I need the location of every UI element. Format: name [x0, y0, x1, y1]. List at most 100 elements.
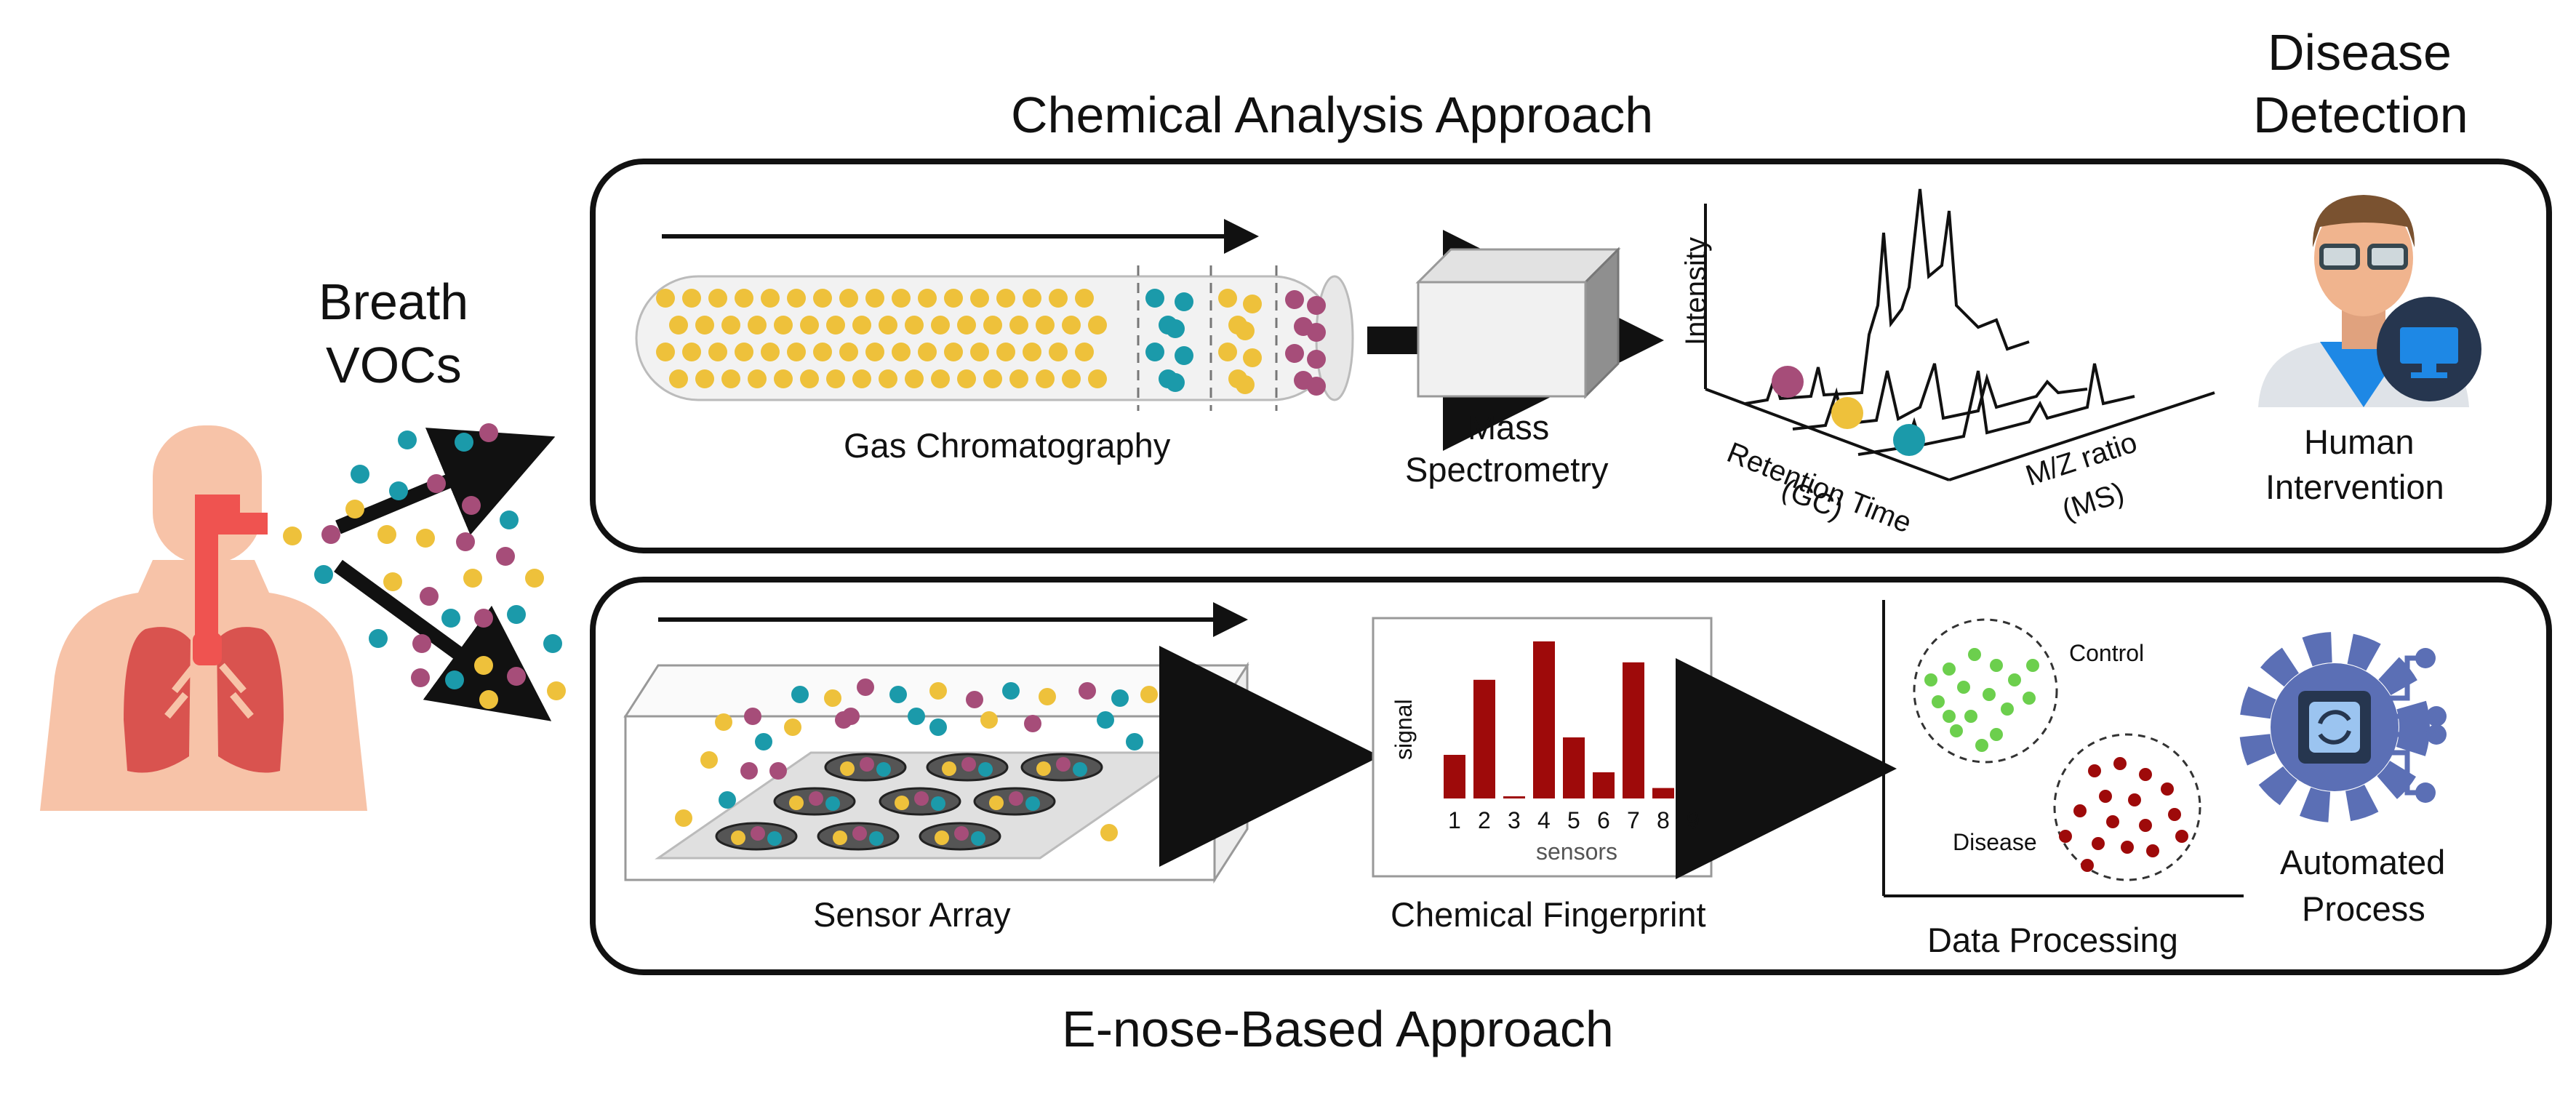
disease-detection-title-line2: Detection	[2253, 87, 2468, 143]
voc-dot	[935, 830, 949, 845]
voc-dot	[852, 826, 867, 841]
voc-dot	[682, 289, 701, 308]
voc-dot	[1009, 316, 1028, 335]
voc-dot	[961, 757, 976, 772]
voc-dot	[905, 316, 924, 335]
voc-dot	[1166, 373, 1185, 392]
voc-dot	[735, 289, 753, 308]
voc-dot	[761, 343, 780, 361]
fingerprint-bar-3	[1503, 796, 1525, 798]
voc-dot	[842, 708, 860, 725]
voc-dot	[721, 369, 740, 388]
fingerprint-bar-7	[1623, 662, 1644, 798]
voc-dot	[839, 289, 858, 308]
voc-dot	[931, 369, 950, 388]
spectrum-3d-plot	[1704, 188, 2215, 481]
data-processing-plot	[1882, 600, 2244, 897]
fingerprint-x-label: sensors	[1536, 838, 1618, 865]
voc-dot	[929, 718, 947, 736]
voc-dot	[1243, 295, 1262, 313]
fingerprint-bar-6	[1593, 772, 1615, 798]
enose-approach-title: E-nose-Based Approach	[1062, 1001, 1614, 1057]
voc-dot	[1236, 321, 1255, 340]
voc-dot	[708, 289, 727, 308]
intensity-axis-label: Intensity	[1680, 237, 1712, 345]
voc-dot	[970, 343, 989, 361]
voc-dot	[1307, 377, 1326, 396]
voc-dot	[1075, 289, 1094, 308]
voc-dot	[929, 682, 947, 700]
voc-dot	[1049, 289, 1068, 308]
voc-dot	[857, 678, 874, 696]
voc-dot	[971, 831, 985, 846]
automation-gear-icon	[2239, 632, 2447, 822]
data-processing-label: Data Processing	[1927, 921, 2178, 959]
voc-dot	[908, 708, 925, 725]
voc-dot	[1036, 316, 1055, 335]
fingerprint-tick-8: 8	[1657, 807, 1670, 833]
voc-dot	[774, 369, 793, 388]
voc-dot	[840, 761, 855, 776]
breath-label-line2: VOCs	[326, 337, 462, 393]
voc-dot	[892, 343, 911, 361]
voc-dot	[931, 316, 950, 335]
voc-dot	[1307, 350, 1326, 369]
voc-dot	[1218, 289, 1237, 308]
voc-dot	[1166, 319, 1185, 338]
fingerprint-bar-9	[1682, 725, 1704, 798]
voc-dot	[1100, 824, 1118, 841]
voc-dot	[1145, 289, 1164, 308]
voc-dot	[1023, 343, 1041, 361]
voc-dot	[708, 343, 727, 361]
voc-dot	[1140, 686, 1158, 703]
voc-dot	[669, 316, 688, 335]
automated-label-line1: Automated	[2280, 843, 2446, 881]
voc-dot	[966, 691, 983, 708]
breath-arrow-lower	[334, 559, 552, 721]
voc-dot	[879, 316, 897, 335]
voc-dot	[748, 316, 767, 335]
voc-dot	[1126, 733, 1143, 750]
fingerprint-bar-4	[1533, 641, 1555, 798]
fingerprint-tick-5: 5	[1567, 807, 1580, 833]
enose-panel	[590, 577, 2552, 975]
voc-dot	[1088, 369, 1107, 388]
voc-dot	[813, 343, 832, 361]
voc-dot	[825, 796, 840, 811]
control-cluster-label: Control	[2069, 640, 2145, 666]
sensor-array-label: Sensor Array	[813, 895, 1011, 934]
ms-label-line2: Spectrometry	[1405, 450, 1609, 489]
voc-dot	[826, 369, 845, 388]
voc-dot	[996, 289, 1015, 308]
voc-dot	[675, 809, 692, 827]
human-label-line2: Intervention	[2265, 468, 2444, 506]
voc-dot	[656, 289, 675, 308]
control-cluster	[1924, 648, 2039, 752]
fingerprint-y-label: signal	[1391, 699, 1417, 760]
voc-dot	[918, 289, 937, 308]
voc-dot	[744, 708, 761, 725]
voc-dot	[789, 796, 804, 810]
voc-dot	[944, 289, 963, 308]
voc-dot	[839, 343, 858, 361]
chemical-panel	[590, 159, 2552, 553]
voc-dot	[970, 289, 989, 308]
voc-dot	[748, 369, 767, 388]
voc-dot	[1024, 715, 1041, 732]
enose-voc-dots	[675, 678, 1191, 841]
voc-dot	[983, 369, 1002, 388]
voc-dot	[809, 791, 823, 806]
breath-voc-dots	[283, 423, 566, 709]
voc-dot	[1145, 343, 1164, 361]
voc-dot	[876, 762, 891, 777]
voc-dot	[800, 316, 819, 335]
voc-dot	[826, 316, 845, 335]
sensor-elements	[715, 753, 1103, 851]
voc-dot	[751, 826, 765, 841]
voc-dot	[774, 316, 793, 335]
fingerprint-tick-1: 1	[1448, 807, 1461, 833]
voc-dot	[715, 713, 732, 731]
voc-dot	[1009, 369, 1028, 388]
voc-dot	[957, 316, 976, 335]
voc-dot	[1218, 343, 1237, 361]
